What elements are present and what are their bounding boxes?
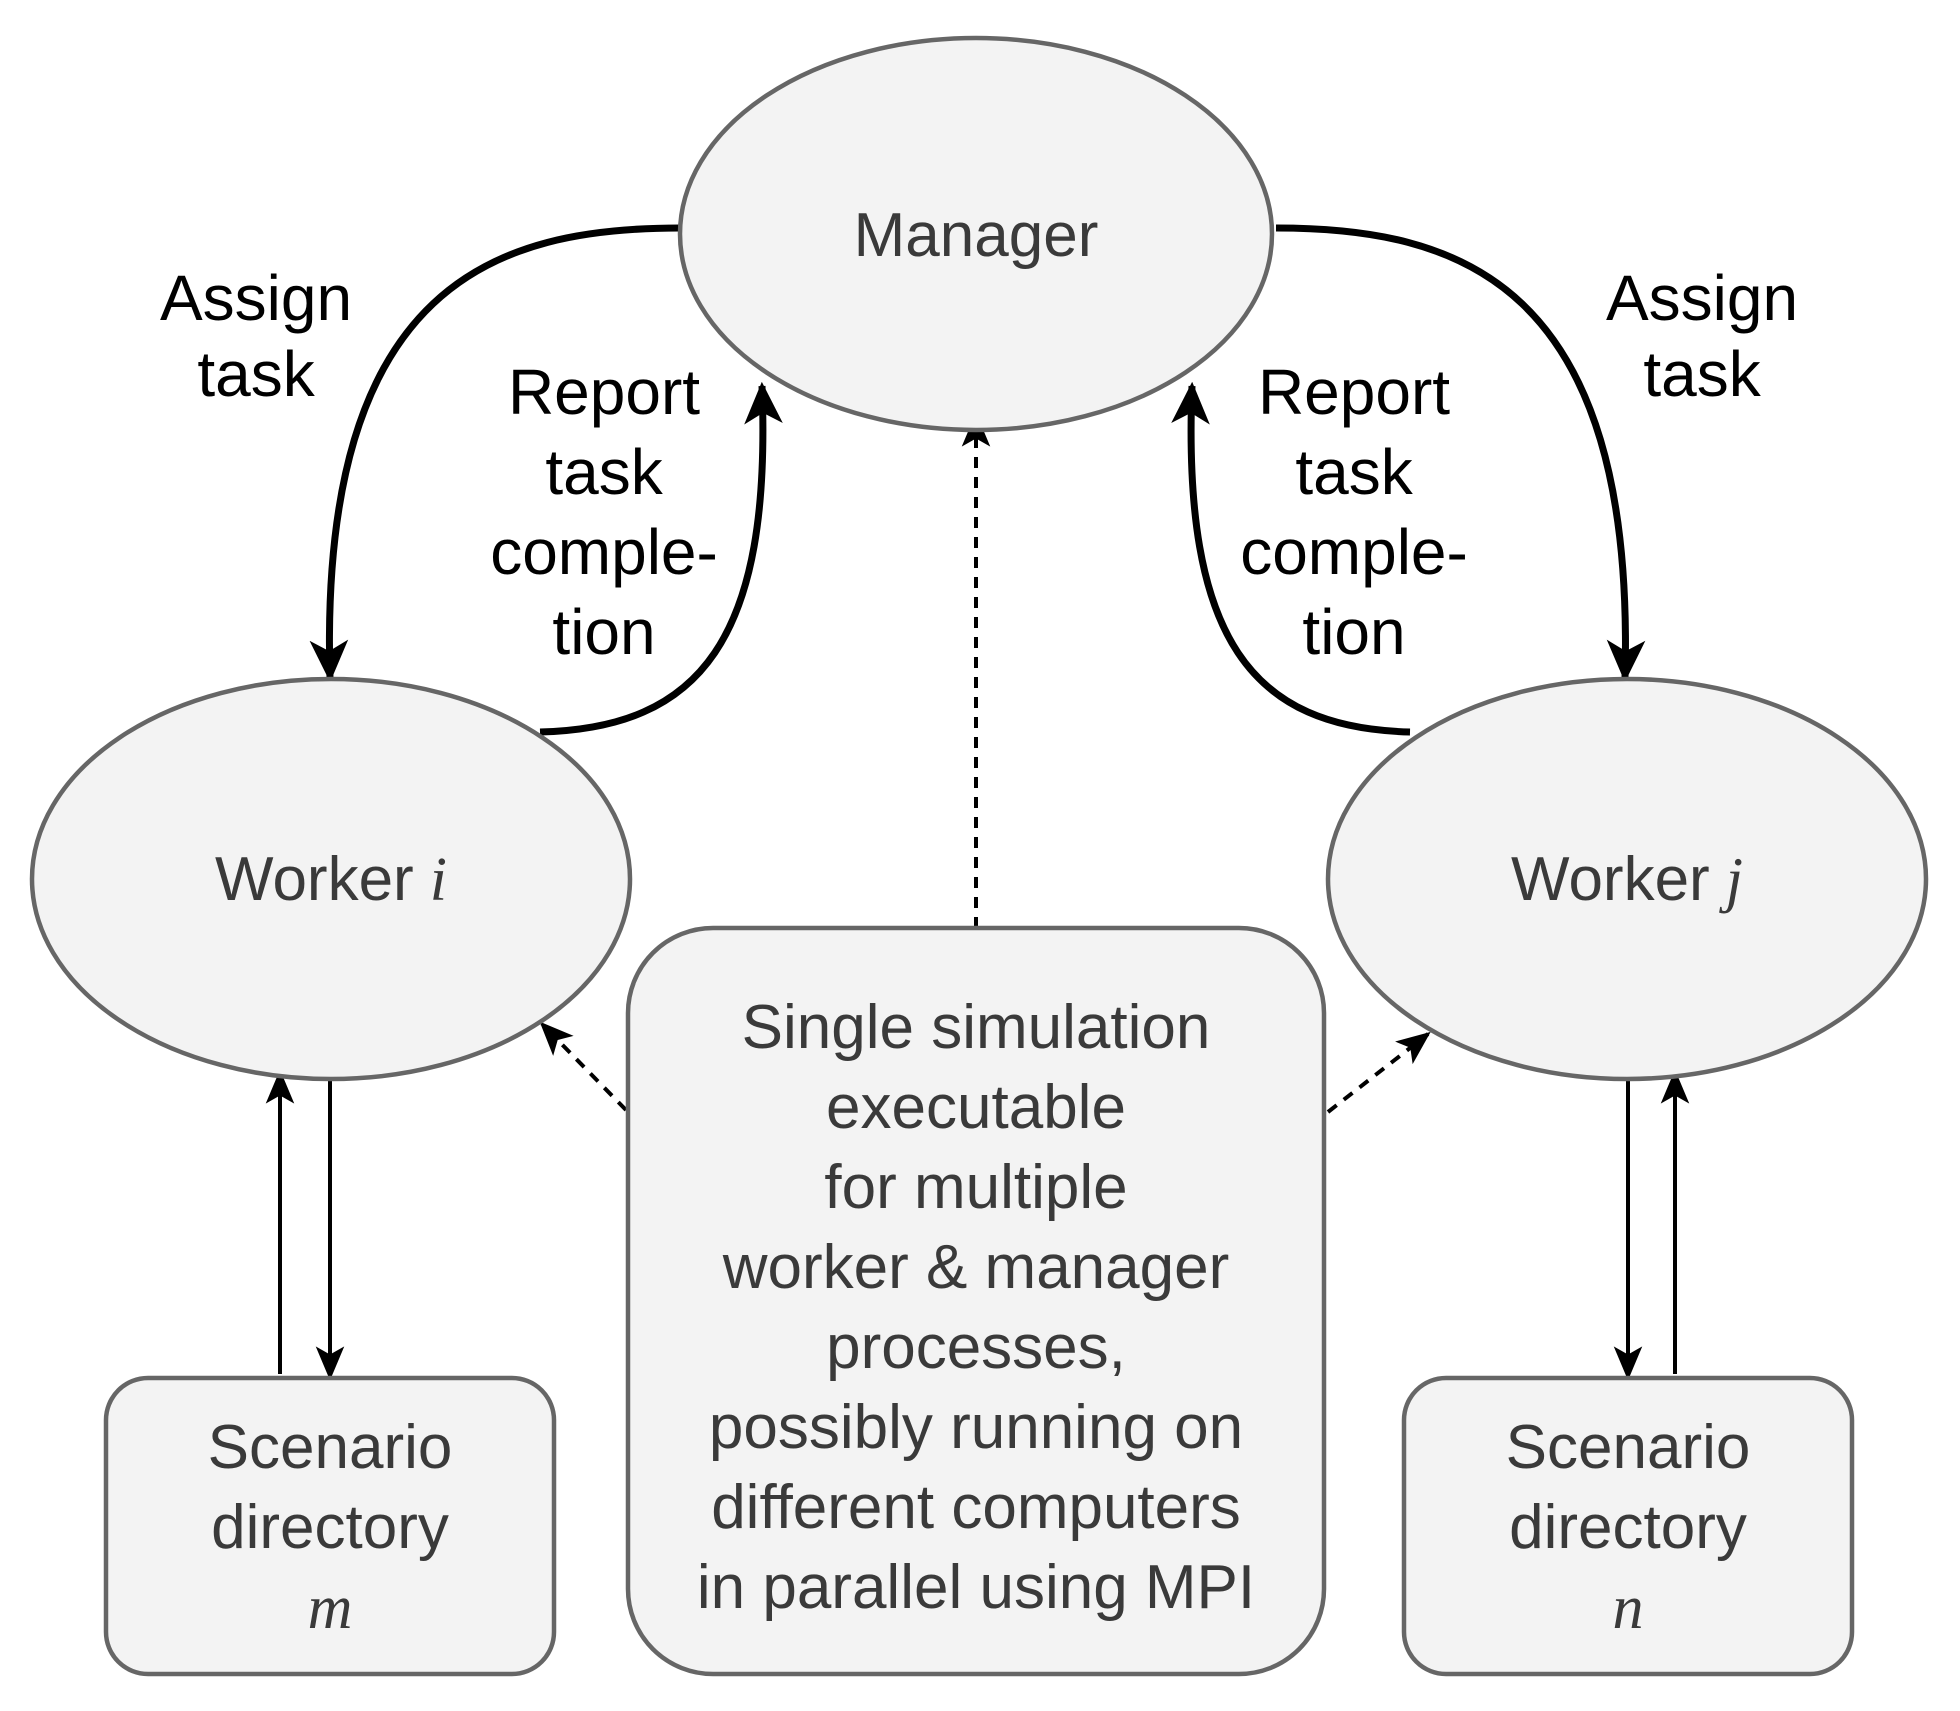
edge-label-line: tion xyxy=(552,596,655,668)
edge-label-line: Assign xyxy=(1606,262,1798,334)
simulation-line: worker & manager xyxy=(722,1233,1230,1302)
edge-label-line: task xyxy=(197,338,315,410)
manager-label: Manager xyxy=(854,201,1099,270)
assign-task-right-arrow xyxy=(1275,224,1646,683)
scenario-m-shape xyxy=(103,1375,557,1677)
manager-shape xyxy=(677,35,1275,433)
simulation-line: for multiple xyxy=(824,1153,1127,1222)
report-completion-right-arrow xyxy=(1171,381,1411,736)
worker-i-label-text: Worker xyxy=(215,845,414,914)
simulation-line: executable xyxy=(826,1073,1126,1142)
edge-label-line: task xyxy=(1295,436,1413,508)
edge-label-line: task xyxy=(545,436,663,508)
simulation-line: different computers xyxy=(711,1473,1241,1542)
worker-j-shape xyxy=(1325,676,1929,1082)
edges xyxy=(265,224,1690,1381)
simulation-shape xyxy=(625,925,1327,1677)
simulation-line: possibly running on xyxy=(709,1393,1243,1462)
scenario-m-variable: m xyxy=(308,1574,353,1642)
simulation-node: Single simulation executable for multipl… xyxy=(625,925,1327,1677)
scenario-m-node: Scenario directory m xyxy=(103,1375,557,1677)
edge-label-line: Assign xyxy=(160,262,352,334)
worker-i-variable: i xyxy=(430,846,447,914)
report-completion-right-label: Report task comple- tion xyxy=(1240,356,1468,668)
worker-i-shape xyxy=(29,676,633,1082)
simulation-line: processes, xyxy=(826,1313,1126,1382)
simulation-to-worker-i-arrow xyxy=(539,1021,628,1112)
scenario-m-line: directory xyxy=(211,1493,449,1562)
assign-task-right-label: Assign task xyxy=(1606,262,1798,410)
simulation-line: Single simulation xyxy=(742,993,1211,1062)
simulation-line: in parallel using MPI xyxy=(697,1553,1255,1622)
edge-label-line: comple- xyxy=(1240,516,1468,588)
report-completion-left-arrow xyxy=(539,381,783,736)
scenario-n-line: directory xyxy=(1509,1493,1747,1562)
scenario-n-shape xyxy=(1401,1375,1855,1677)
scenario-n-variable: n xyxy=(1613,1574,1644,1642)
scenario-m-line: Scenario xyxy=(208,1413,453,1482)
assign-task-left-arrow xyxy=(309,224,681,683)
worker-j-label-text: Worker xyxy=(1511,845,1710,914)
scenario-n-node: Scenario directory n xyxy=(1401,1375,1855,1677)
scenario-n-line: Scenario xyxy=(1506,1413,1751,1482)
edge-label-line: task xyxy=(1643,338,1761,410)
edge-label-line: comple- xyxy=(490,516,718,588)
edge-label-line: Report xyxy=(508,356,700,428)
simulation-to-worker-j-arrow xyxy=(1326,1031,1431,1114)
assign-task-left-label: Assign task xyxy=(160,262,352,410)
manager-node: Manager xyxy=(677,35,1275,433)
edge-label-line: tion xyxy=(1302,596,1405,668)
report-completion-left-label: Report task comple- tion xyxy=(490,356,718,668)
edge-label-line: Report xyxy=(1258,356,1450,428)
